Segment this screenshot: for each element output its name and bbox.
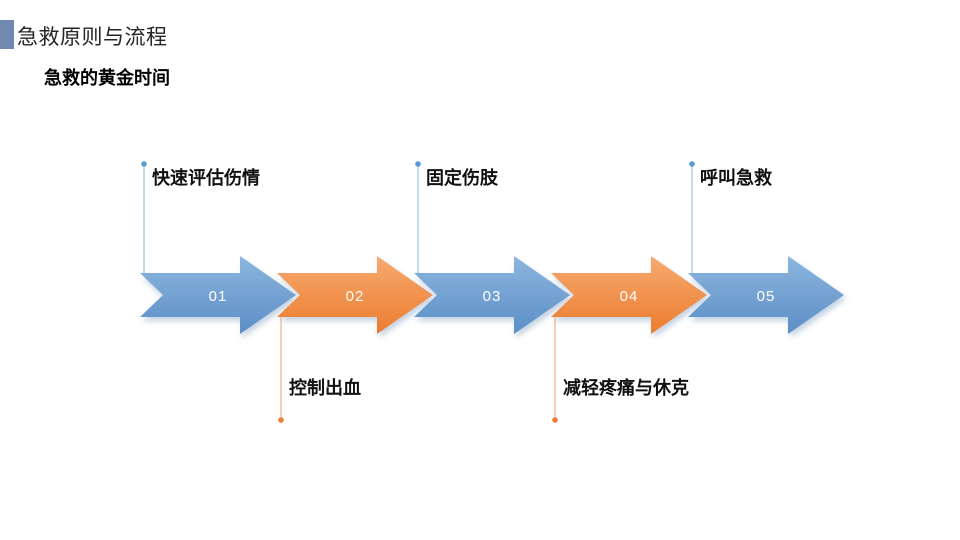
slide-subtitle: 急救的黄金时间 [44, 68, 170, 88]
step-label-02: 控制出血 [289, 378, 361, 398]
step-label-05: 呼叫急救 [700, 168, 772, 188]
step-label-03: 固定伤肢 [426, 168, 498, 188]
leader-dot-02 [278, 417, 284, 423]
process-arrow-01 [140, 256, 296, 334]
step-number-03: 03 [483, 288, 502, 305]
slide-title: 急救原则与流程 [17, 26, 168, 49]
step-number-02: 02 [346, 288, 365, 305]
title-accent-square [0, 20, 14, 49]
leader-dot-04 [552, 417, 558, 423]
leader-dot-05 [689, 161, 695, 167]
step-number-04: 04 [620, 288, 639, 305]
process-arrow-04 [551, 256, 707, 334]
step-label-01: 快速评估伤情 [152, 168, 260, 188]
leader-dot-03 [415, 161, 421, 167]
step-number-05: 05 [757, 288, 776, 305]
process-arrow-05 [688, 256, 844, 334]
step-number-01: 01 [209, 288, 228, 305]
step-label-04: 减轻疼痛与休克 [563, 378, 689, 398]
leader-dot-01 [141, 161, 147, 167]
process-arrow-03 [414, 256, 570, 334]
process-arrow-02 [277, 256, 433, 334]
